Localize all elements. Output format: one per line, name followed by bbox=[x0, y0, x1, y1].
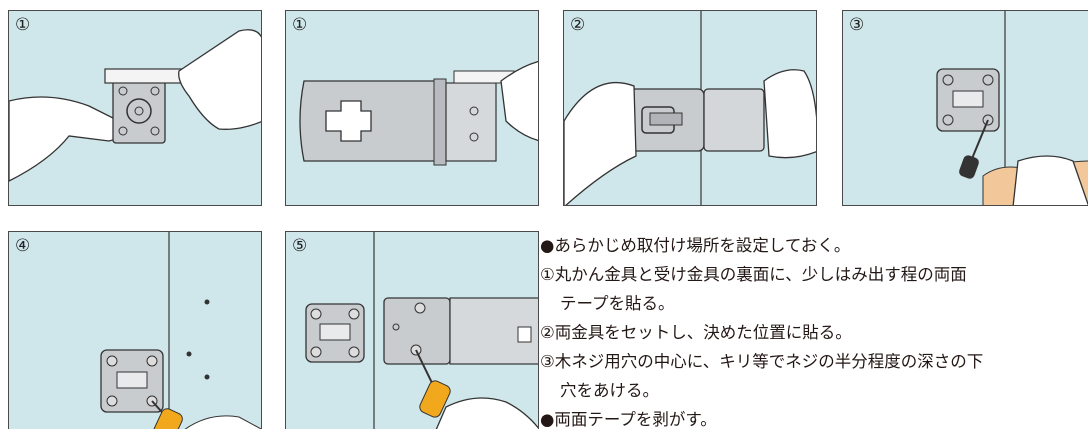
illustration-panel-1: ① bbox=[8, 10, 262, 206]
instruction-line: テープを貼る。 bbox=[560, 294, 675, 313]
hasp-with-tape-illustration bbox=[299, 60, 538, 166]
step-number: ③ bbox=[849, 15, 865, 35]
step-number: ① bbox=[15, 15, 31, 35]
step-number: ② bbox=[570, 15, 586, 35]
illustration-panel-6: ⑤ bbox=[285, 231, 539, 429]
instructions: ●あらかじめ取付け場所を設定しておく。 ①丸かん金具と受け金具の裏面に、少しはみ… bbox=[540, 231, 1088, 434]
step-number: ⑤ bbox=[292, 236, 308, 256]
illustration-panel-4: ③ bbox=[842, 10, 1088, 206]
illustration-panel-3: ② bbox=[563, 10, 817, 206]
drill-pilot-hole-illustration bbox=[936, 11, 1088, 205]
screw-fastening-illustration bbox=[100, 232, 261, 429]
step-number: ① bbox=[292, 15, 308, 35]
instruction-line: ①丸かん金具と受け金具の裏面に、少しはみ出す程の両面 bbox=[540, 265, 967, 284]
instruction-line: ②両金具をセットし、決めた位置に貼る。 bbox=[540, 323, 852, 342]
illustration-panel-2: ① bbox=[285, 10, 539, 206]
hand-holding-bracket-illustration bbox=[9, 29, 261, 182]
instruction-line: ●あらかじめ取付け場所を設定しておく。 bbox=[540, 236, 851, 255]
set-both-brackets-illustration bbox=[564, 11, 816, 205]
instruction-line: 穴をあける。 bbox=[560, 381, 659, 400]
step-number: ④ bbox=[15, 236, 31, 256]
instruction-line: ③木ネジ用穴の中心に、キリ等でネジの半分程度の深さの下 bbox=[540, 352, 984, 371]
instruction-line: ●両面テープを剥がす。 bbox=[540, 410, 717, 429]
illustration-panel-5: ④ bbox=[8, 231, 262, 429]
completed-installation-illustration bbox=[305, 232, 538, 429]
